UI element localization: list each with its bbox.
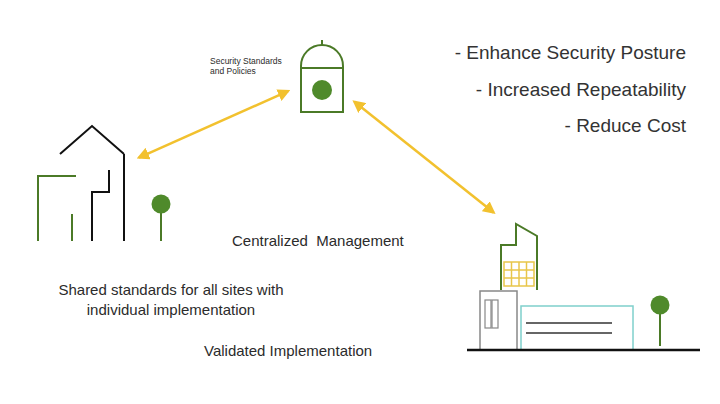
node-text-box: Security Standards and Policies	[210, 56, 296, 76]
center-label: Centralized Management	[232, 232, 404, 249]
benefit-item-box: - Enhance Security Posture	[455, 42, 686, 64]
building-node: Validated Implementation	[470, 220, 702, 352]
house-node: Shared standards for all sites with indi…	[36, 124, 128, 242]
house-icon	[38, 126, 171, 241]
node-text-box: Validated Implementation	[204, 342, 424, 360]
benefit-item: - Enhance Security Posture	[455, 42, 686, 64]
connector-arrow	[139, 91, 288, 157]
node-label: Security Standards and Policies	[210, 56, 296, 76]
lock-node: Security Standards and Policies	[299, 38, 345, 114]
node-label: Shared standards for all sites with indi…	[26, 280, 316, 319]
lock-icon	[301, 40, 343, 112]
benefit-item-box: - Increased Repeatability	[476, 79, 686, 101]
benefit-item: - Increased Repeatability	[476, 79, 686, 101]
node-label: Validated Implementation	[204, 342, 424, 360]
building-icon	[467, 224, 700, 350]
center-label-box: Centralized Management	[232, 232, 404, 249]
node-text-box: Shared standards for all sites with indi…	[26, 280, 316, 319]
benefit-item-box: - Reduce Cost	[565, 115, 686, 137]
benefit-item: - Reduce Cost	[565, 115, 686, 137]
connector-arrow	[354, 102, 493, 213]
